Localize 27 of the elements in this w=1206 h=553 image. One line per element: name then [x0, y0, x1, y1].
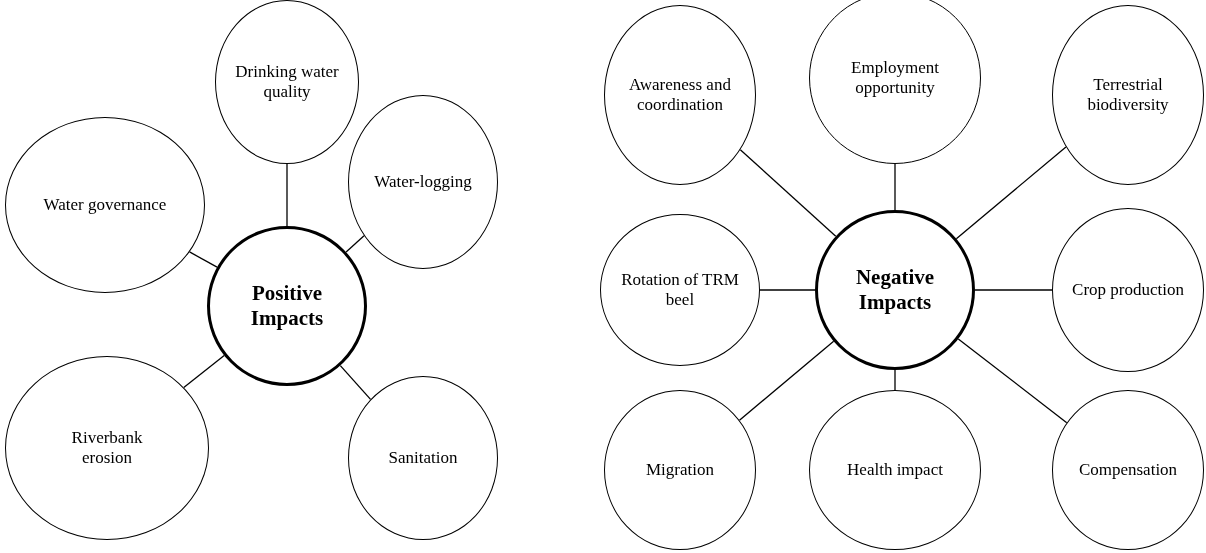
node-label: Water-logging	[374, 171, 472, 193]
connector-line	[974, 289, 1053, 291]
node-label: Terrestrial biodiversity	[1086, 74, 1170, 116]
node-label: Migration	[646, 459, 714, 481]
connector-line	[345, 235, 365, 253]
connector-line	[894, 163, 896, 211]
connector-line	[957, 338, 1068, 424]
node-label: Water governance	[43, 194, 167, 216]
connector-line	[739, 149, 837, 237]
hub-label: Negative Impacts	[854, 264, 936, 316]
node-label: Employment opportunity	[850, 57, 940, 99]
node-label: Rotation of TRM beel	[620, 269, 740, 311]
node-label: Crop production	[1072, 279, 1184, 301]
node-label: Health impact	[847, 459, 943, 481]
connector-line	[759, 289, 816, 291]
node-label: Drinking water quality	[234, 61, 340, 103]
hub-label: Positive Impacts	[249, 280, 325, 332]
connector-line	[955, 146, 1067, 240]
connector-line	[738, 340, 835, 421]
node-label: Awareness and coordination	[628, 74, 732, 116]
connector-line	[339, 364, 372, 401]
node-label: Riverbank erosion	[70, 427, 144, 469]
node-label: Sanitation	[388, 447, 458, 469]
connector-line	[183, 354, 225, 389]
node-label: Compensation	[1078, 459, 1178, 481]
connector-line	[286, 163, 288, 227]
connector-line	[894, 369, 896, 391]
